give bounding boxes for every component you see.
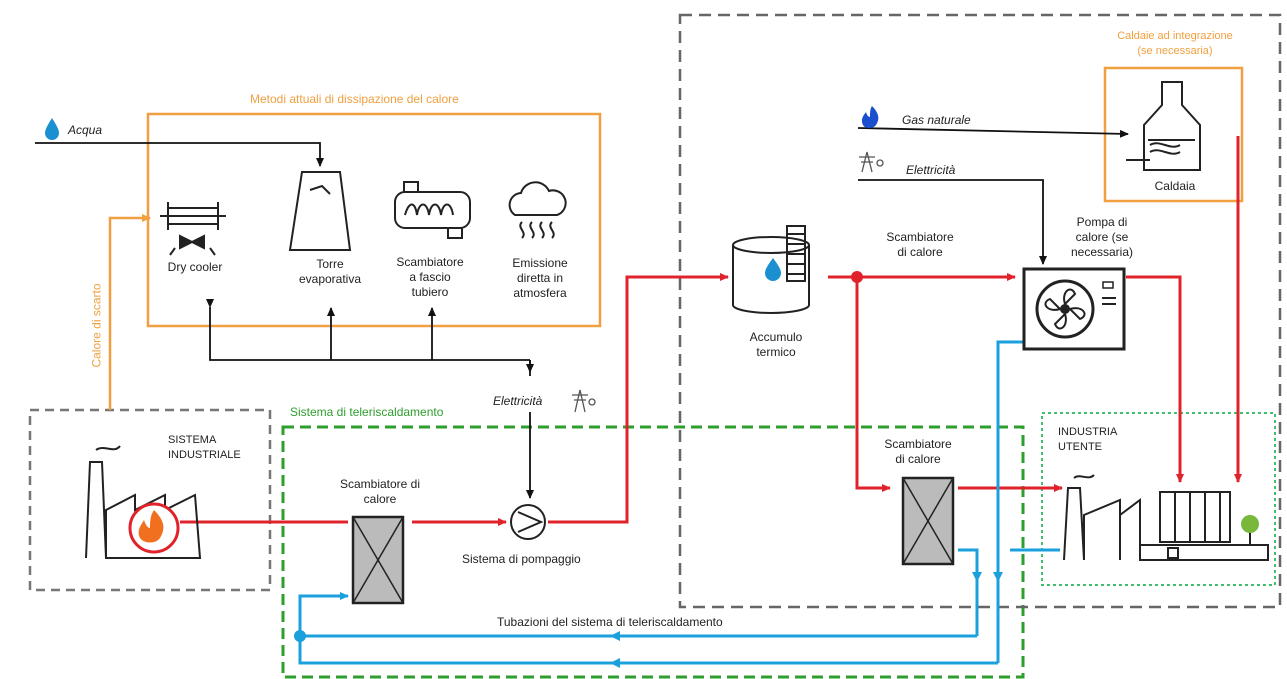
- dry-cooler-label: Dry cooler: [167, 260, 223, 274]
- hot-line-pump-storage: [548, 273, 729, 524]
- electricity-bus: [206, 299, 530, 361]
- industrial-system-box: [28, 408, 272, 592]
- heat-pump-label: Pompa di calore (se necessaria): [1070, 215, 1134, 259]
- water-label: Acqua: [68, 123, 103, 137]
- boiler-title: Caldaie ad integrazione (se necessaria): [1117, 30, 1233, 57]
- boiler-icon: [1126, 81, 1201, 171]
- cold-junction: [294, 630, 306, 642]
- exchanger1-label: Scambiatore di calore: [339, 477, 421, 506]
- plate-heat-exchanger-icon-2: [901, 476, 955, 566]
- cold-arrow-1: [610, 631, 620, 641]
- cold-arrow-2: [610, 658, 620, 668]
- cold-line-hp: [996, 340, 1024, 663]
- exchanger2-label: Scambiatore di calore: [884, 437, 952, 466]
- heat-pump-fan-icon: [1022, 267, 1126, 351]
- plate-heat-exchanger-icon: [351, 515, 405, 605]
- gas-line: [857, 127, 1129, 138]
- natural-gas-label: Gas naturale: [902, 113, 971, 127]
- exchanger-top-label: Scambiatore di calore: [886, 230, 954, 259]
- water-drop-icon: [45, 118, 59, 140]
- shell-tube-label: Scambiatore a fascio tubiero: [396, 255, 464, 299]
- cold-return-exchanger1: [298, 592, 349, 636]
- user-industry-label: INDUSTRIA UTENTE: [1058, 426, 1118, 453]
- waste-heat-label: Calore di scarto: [89, 283, 104, 368]
- boiler-label: Caldaia: [1154, 179, 1196, 193]
- hot-line-hp-user: [1126, 275, 1184, 483]
- waste-heat-line: [108, 214, 151, 410]
- hp-electricity-line: [858, 179, 1047, 265]
- hot-junction: [851, 271, 863, 283]
- shell-tube-exchanger-icon: [394, 181, 471, 239]
- boiler-box: [1103, 66, 1244, 203]
- integration-area-box: [678, 13, 1282, 609]
- cold-line-exchanger2: [958, 548, 979, 636]
- factory-icon: [85, 445, 202, 559]
- pumping-system-label: Sistema di pompaggio: [462, 552, 581, 566]
- cloud-steam-icon: [508, 181, 567, 239]
- storage-label: Accumulo termico: [749, 330, 803, 359]
- dry-cooler-icon: [160, 202, 226, 256]
- cooling-tower-icon: [288, 171, 352, 251]
- cold-arrow-3: [972, 572, 982, 582]
- hot-line-branch-exchanger: [855, 277, 891, 492]
- electric-pylon-icon-2: [859, 151, 884, 173]
- cold-return-outer: [298, 636, 998, 665]
- district-heating-box: [281, 425, 1025, 679]
- tank-water-drop-icon: [765, 258, 781, 281]
- cooling-tower-label: Torre evaporativa: [298, 257, 362, 286]
- emission-label: Emissione diretta in atmosfera: [512, 256, 568, 300]
- hp-electricity-label: Elettricità: [906, 163, 956, 177]
- dissipation-title: Metodi attuali di dissipazione del calor…: [250, 92, 459, 106]
- user-factory-icon: [1063, 474, 1269, 561]
- electric-pylon-icon: [572, 389, 596, 413]
- flame-icon: [138, 510, 164, 543]
- district-heating-title: Sistema di teleriscaldamento: [290, 405, 444, 419]
- gas-flame-icon: [861, 106, 879, 128]
- pipes-label: Tubazioni del sistema di teleriscaldamen…: [497, 615, 723, 629]
- pump-icon: [510, 504, 546, 540]
- tree-icon: [1241, 515, 1259, 533]
- pump-electricity-label: Elettricità: [493, 394, 543, 408]
- water-line: [35, 142, 324, 167]
- industrial-system-label: SISTEMA INDUSTRIALE: [168, 434, 241, 461]
- cold-arrow-4: [993, 572, 1003, 582]
- user-industry-box: [1041, 412, 1276, 586]
